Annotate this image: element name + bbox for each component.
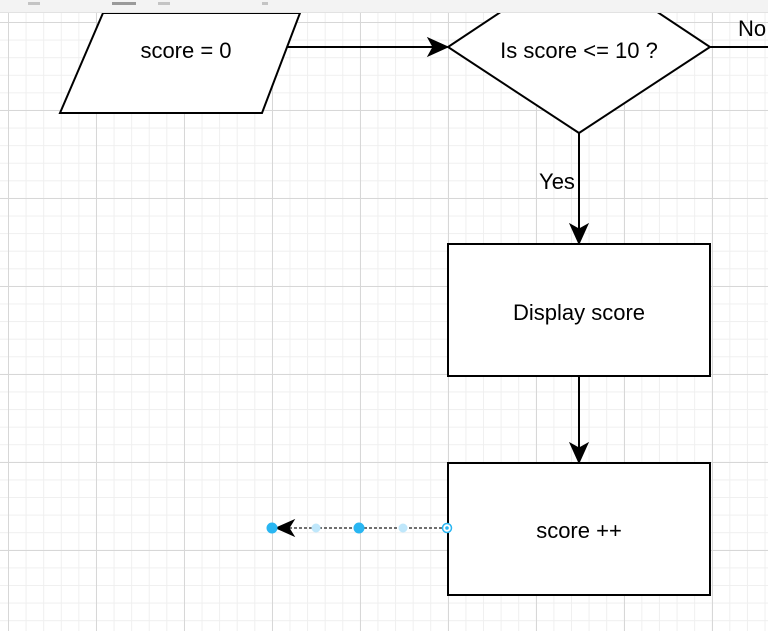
edge-decision-yes[interactable] (568, 133, 590, 246)
node-init[interactable]: score = 0 (58, 13, 302, 114)
edge-display-to-increment[interactable] (568, 376, 590, 465)
selected-edge-arrowhead (274, 518, 296, 538)
edge-init-to-decision[interactable] (285, 36, 450, 58)
toolbar-mark (158, 2, 170, 5)
node-decision-label: Is score <= 10 ? (500, 38, 658, 63)
toolbar-mark (262, 2, 268, 5)
edge-no-label: No (738, 16, 766, 41)
edge-yes-label: Yes (539, 169, 575, 194)
node-display-label: Display score (513, 300, 645, 325)
node-increment-label: score ++ (536, 518, 622, 543)
edge-endpoint-handle[interactable] (266, 522, 278, 534)
edge-virtual-bend-handle[interactable] (311, 523, 321, 533)
node-decision[interactable]: Is score <= 10 ? (446, 0, 712, 135)
edge-source-handle-dot (445, 526, 449, 530)
edge-midpoint-handle[interactable] (353, 522, 365, 534)
node-increment[interactable]: score ++ (447, 462, 711, 596)
edge-increment-out-selected[interactable] (266, 518, 453, 538)
node-init-label: score = 0 (140, 38, 231, 63)
edge-virtual-bend-handle[interactable] (398, 523, 408, 533)
toolbar-mark (112, 2, 136, 5)
toolbar-mark (28, 2, 40, 5)
toolbar-strip (0, 0, 768, 13)
node-display[interactable]: Display score (447, 243, 711, 377)
